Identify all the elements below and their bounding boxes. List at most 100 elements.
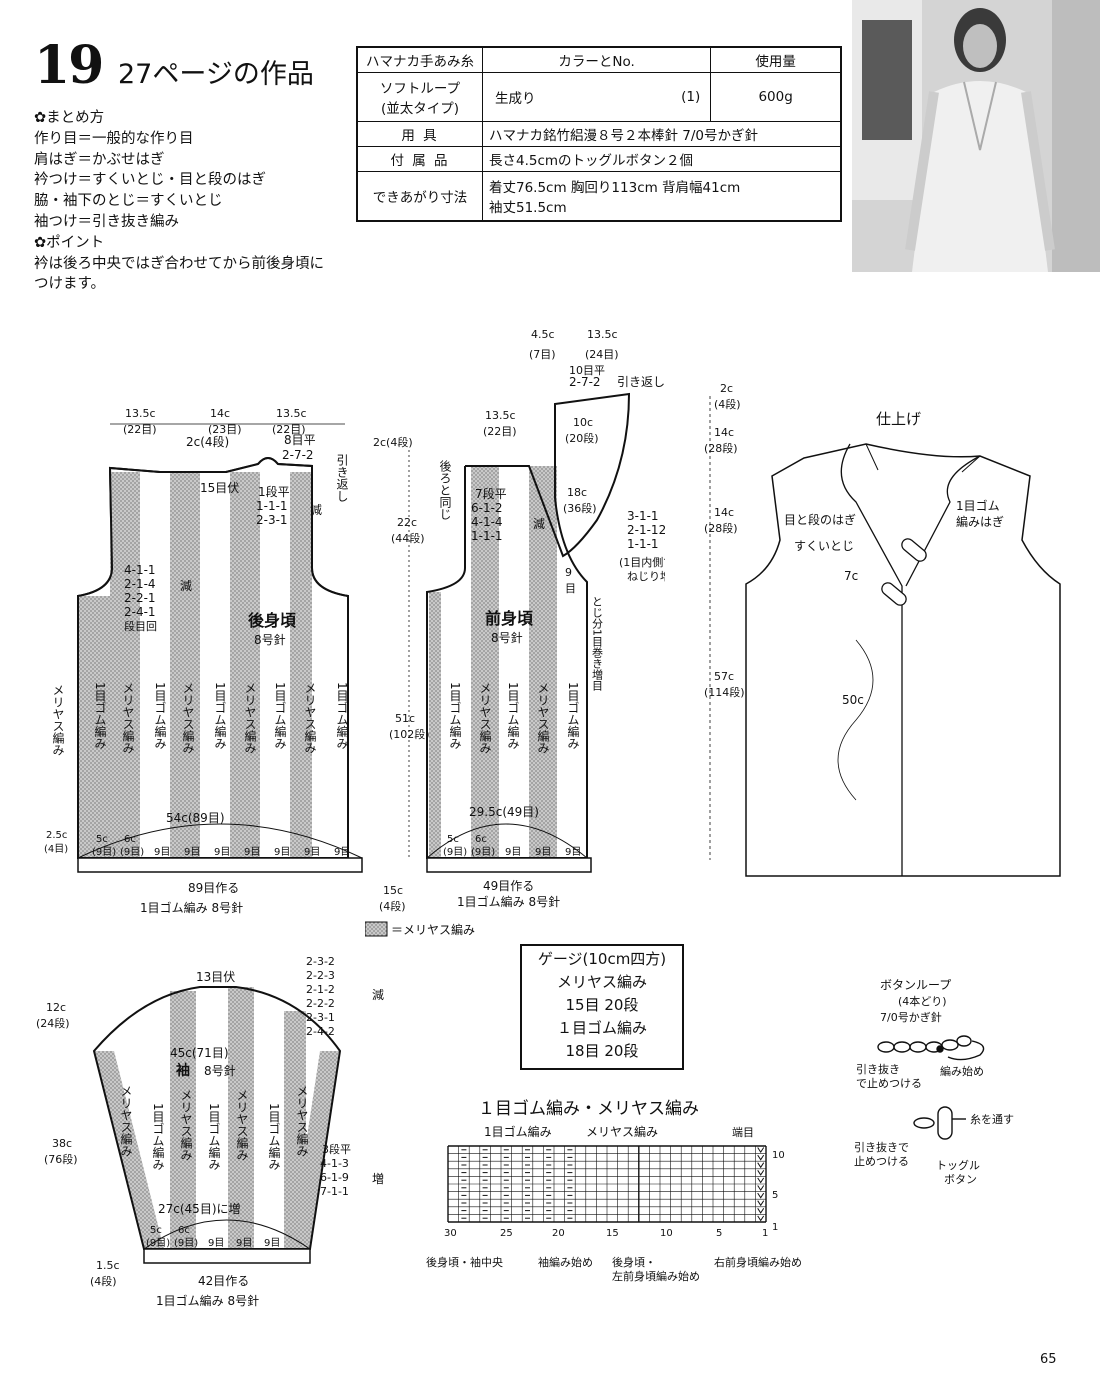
stitch-chart: １目ゴム編み・メリヤス編み 1目ゴム編み メリヤス編み 端目 30 25 20 …	[426, 1098, 802, 1283]
neck-flat: 8目平	[284, 433, 316, 447]
toggle-button-icon	[881, 538, 927, 606]
model-photo	[852, 0, 1100, 272]
inc-row: 7-1-1	[320, 1185, 349, 1198]
chart-grid	[447, 1145, 767, 1223]
gauge-line: 15目 20段	[565, 996, 639, 1014]
yarn-type: (並太タイプ)	[380, 101, 460, 117]
svg-text:メリヤス編み: メリヤス編み	[121, 682, 135, 754]
front-neck: 4-1-4	[471, 515, 503, 529]
chart-xtick: 20	[552, 1228, 565, 1239]
finishing-notes: ✿まとめ方 作り目＝一般的な作り目 肩はぎ＝かぶせはぎ 衿つけ＝すくいとじ・目と…	[34, 108, 324, 295]
chart-rib-label: 1目ゴム編み	[484, 1124, 552, 1139]
neck-depth: 2c(4段)	[186, 434, 229, 449]
svg-text:(9目): (9目)	[146, 1238, 170, 1249]
svg-text:メリヤス編み: メリヤス編み	[179, 1089, 193, 1161]
chart-xtick: 5	[716, 1228, 722, 1239]
back-width: 54c(89目)	[166, 811, 225, 825]
svg-text:5c: 5c	[150, 1225, 162, 1236]
pull-back: 引き返し	[335, 454, 349, 502]
sleeve-needle: 8号針	[204, 1063, 236, 1078]
sleeve-dim: 1.5c	[96, 1259, 120, 1272]
cap-row: 2-4-2	[306, 1025, 335, 1038]
collar-flat: 10目平	[569, 364, 605, 377]
cap-row: 2-2-3	[306, 969, 335, 982]
fin-dim: (4段)	[714, 397, 741, 411]
chart-st-label: メリヤス編み	[586, 1124, 658, 1139]
edge-stitch-mark	[757, 1170, 765, 1176]
front-name: 前身頃	[485, 609, 534, 628]
svg-text:メリヤス編み: メリヤス編み	[295, 1085, 309, 1157]
front-neck: 7段平	[475, 486, 507, 501]
collar-dim: 4.5c	[531, 328, 555, 341]
cap-row: 2-1-2	[306, 983, 335, 996]
front-neck: 6-1-2	[471, 501, 503, 515]
chart-ytick: 5	[772, 1190, 778, 1201]
legend: ＝メリヤス編み	[365, 921, 475, 937]
loop-label: 糸を通す	[970, 1113, 1014, 1126]
svg-text:1目ゴム編み: 1目ゴム編み	[267, 1103, 281, 1171]
collar-pull: 引き返し	[617, 375, 665, 389]
back-sts: (22目)	[123, 423, 157, 436]
hem-side: 2.5c	[46, 830, 67, 841]
svg-text:メリヤス編み: メリヤス編み	[303, 682, 317, 754]
size-cell: 着丈76.5cm 胸回り113cm 背肩幅41cm 袖丈51.5cm	[482, 171, 842, 222]
chart-note: 袖編み始め	[538, 1255, 593, 1269]
pattern-title: 27ページの作品	[118, 59, 314, 90]
loop-label: 引き抜き	[856, 1062, 900, 1076]
button-loop-diagram: ボタンループ (4本どり) 7/0号かぎ針 引き抜き で止めつける 編み始め 糸…	[854, 978, 1014, 1186]
svg-text:1目ゴム編み: 1目ゴム編み	[506, 682, 520, 750]
svg-text:9目: 9目	[214, 847, 230, 858]
size-label: できあがり寸法	[356, 171, 483, 222]
amount: 600g	[710, 72, 842, 122]
collar-dim: (36段)	[563, 501, 597, 515]
finished-diagram: 仕上げ 1目ゴム 編みはぎ 目と段のはぎ すくいとじ 7c 50c 2c (4段…	[704, 382, 1061, 877]
color-no: (1)	[624, 72, 712, 122]
front-rib: 1目ゴム編み 8号針	[457, 894, 560, 909]
back-rib: 1目ゴム編み 8号針	[140, 900, 243, 915]
chart-title: １目ゴム編み・メリヤス編み	[478, 1098, 699, 1119]
chart-note: 後身頃・	[612, 1255, 656, 1269]
edge-stitch-mark	[757, 1200, 765, 1207]
chart-xtick: 25	[500, 1228, 513, 1239]
len-dim: 51c	[395, 712, 415, 725]
arm-key: 段目回	[124, 619, 157, 633]
page-number: 65	[1040, 1352, 1057, 1367]
model-figure-icon	[852, 0, 1100, 272]
sleeve-width: 45c(71目)	[170, 1046, 229, 1060]
svg-text:5c: 5c	[447, 834, 459, 845]
materials-table: ハマナカ手あみ糸 カラーとNo. 使用量 ソフトループ (並太タイプ) 生成り …	[356, 46, 842, 222]
notes-line: 袖つけ＝引き抜き編み	[34, 213, 179, 230]
stockinette-stripe	[284, 1011, 306, 1249]
back-dim: 13.5c	[125, 407, 156, 420]
edge-stitch-mark	[757, 1177, 765, 1184]
back-dim: 14c	[210, 407, 230, 420]
sleeve-diagram: 13目伏 2-3-2 2-2-3 2-1-2 2-2-2 2-3-1 2-4-2…	[36, 955, 384, 1308]
svg-text:6c: 6c	[124, 834, 136, 845]
collar-dim: (24目)	[585, 348, 619, 361]
seam-label: 編みはぎ	[956, 514, 1004, 529]
same-as-back: 後ろと同じ	[438, 460, 452, 520]
front-stripe-labels: 1目ゴム編み メリヤス編み 1目ゴム編み メリヤス編み 1目ゴム編み	[448, 682, 580, 754]
legend-text: ＝メリヤス編み	[391, 922, 475, 937]
notes-line: 肩はぎ＝かぶせはぎ	[34, 151, 165, 168]
notes-line: 衿つけ＝すくいとじ・目と段のはぎ	[34, 172, 266, 189]
cap-dec: 減	[372, 987, 384, 1002]
parts-value: 長さ4.5cmのトッグルボタン２個	[482, 146, 842, 172]
back-name: 後身頃	[248, 611, 297, 630]
collar-dim: (20段)	[565, 431, 599, 445]
fin-dim: 14c	[714, 426, 734, 439]
stockinette-stripe	[471, 466, 499, 858]
fin-dim: (28段)	[704, 521, 738, 535]
svg-text:9目: 9目	[565, 847, 581, 858]
fin-dim: 57c	[714, 670, 734, 683]
bind-off: 15目伏	[200, 481, 239, 495]
fin-dim: 2c	[720, 382, 733, 395]
inc-row: 3段平	[322, 1142, 351, 1156]
svg-text:9目: 9目	[334, 847, 350, 858]
notes-heading: ✿まとめ方	[34, 110, 105, 126]
loop-label: 引き抜きで	[854, 1140, 909, 1154]
svg-text:9目: 9目	[236, 1238, 252, 1249]
legend-swatch	[365, 921, 388, 937]
sleeve-dim: (76段)	[44, 1152, 78, 1166]
arm-dec: 2-4-1	[124, 605, 156, 619]
